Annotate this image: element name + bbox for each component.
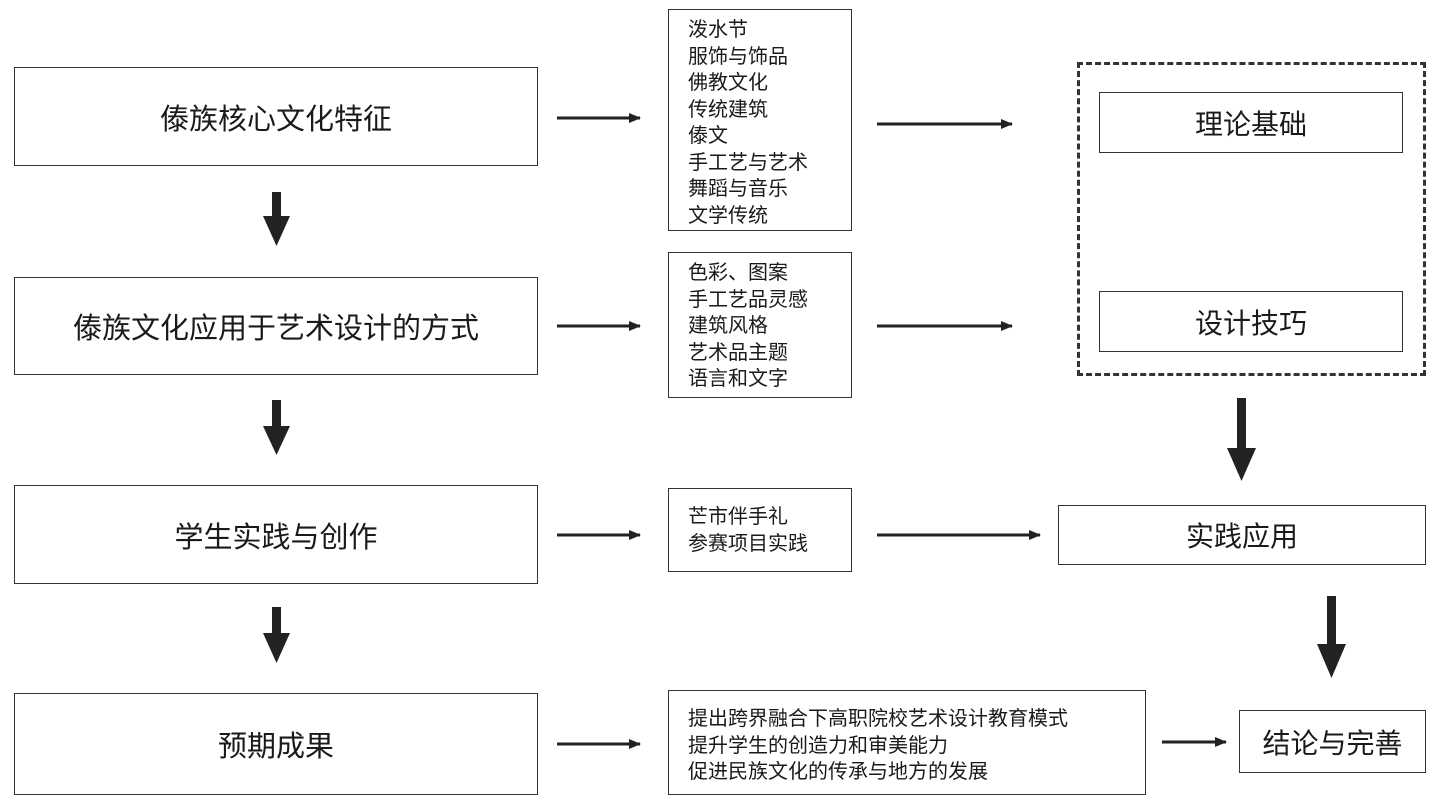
stage-core-features-label: 傣族核心文化特征: [159, 101, 392, 136]
down-arrow-practice-to-conclusion: [1317, 596, 1346, 678]
detail-item: 建筑风格: [688, 313, 768, 337]
detail-item: 芒市伴手礼: [688, 504, 788, 528]
detail-item: 促进民族文化的传承与地方的发展: [688, 759, 988, 783]
stage-application-methods: 傣族文化应用于艺术设计的方式: [14, 277, 538, 375]
outcome-theory-box: 理论基础: [1099, 92, 1403, 153]
detail-item: 手工艺与艺术: [688, 149, 808, 174]
outcome-skills-label: 设计技巧: [1194, 306, 1307, 340]
stage-student-practice: 学生实践与创作: [14, 485, 538, 584]
detail-list-student-practice: 芒市伴手礼 参赛项目实践: [668, 488, 852, 572]
outcome-theory-label: 理论基础: [1194, 107, 1307, 141]
detail-item: 色彩、图案: [688, 260, 788, 284]
down-arrow-skills-to-practice: [1227, 398, 1256, 481]
stage-student-practice-label: 学生实践与创作: [174, 519, 378, 554]
detail-item: 提升学生的创造力和审美能力: [688, 732, 948, 757]
outcome-conclusion-label: 结论与完善: [1262, 726, 1403, 760]
down-arrow-stage-3: [263, 607, 290, 663]
detail-item: 提出跨界融合下高职院校艺术设计教育模式: [688, 706, 1068, 730]
stage-expected-results: 预期成果: [14, 693, 538, 795]
down-arrow-stage-1: [263, 192, 290, 246]
detail-item: 服饰与饰品: [688, 43, 788, 68]
detail-item: 语言和文字: [688, 366, 788, 390]
detail-list-core-features: 泼水节 服饰与饰品 佛教文化 传统建筑 傣文 手工艺与艺术 舞蹈与音乐 文学传统: [668, 9, 852, 231]
stage-core-features: 傣族核心文化特征: [14, 67, 538, 166]
detail-list-expected-results: 提出跨界融合下高职院校艺术设计教育模式 提升学生的创造力和审美能力 促进民族文化…: [668, 690, 1146, 795]
stage-application-methods-label: 傣族文化应用于艺术设计的方式: [72, 311, 479, 345]
detail-item: 文学传统: [688, 202, 768, 227]
detail-item: 佛教文化: [688, 70, 768, 94]
outcome-practice-label: 实践应用: [1185, 520, 1298, 553]
dashed-group: [1077, 62, 1426, 376]
detail-item: 舞蹈与音乐: [688, 176, 788, 200]
stage-expected-results-label: 预期成果: [217, 729, 334, 763]
outcome-practice-box: 实践应用: [1058, 505, 1426, 565]
detail-item: 傣文: [688, 123, 728, 147]
detail-item: 传统建筑: [688, 96, 768, 121]
detail-item: 艺术品主题: [688, 339, 788, 364]
outcome-skills-box: 设计技巧: [1099, 291, 1403, 352]
detail-item: 参赛项目实践: [688, 530, 808, 555]
down-arrow-stage-2: [263, 400, 290, 455]
outcome-conclusion-box: 结论与完善: [1239, 710, 1426, 773]
detail-item: 泼水节: [688, 17, 748, 41]
detail-list-application-methods: 色彩、图案 手工艺品灵感 建筑风格 艺术品主题 语言和文字: [668, 252, 852, 398]
detail-item: 手工艺品灵感: [688, 286, 808, 311]
